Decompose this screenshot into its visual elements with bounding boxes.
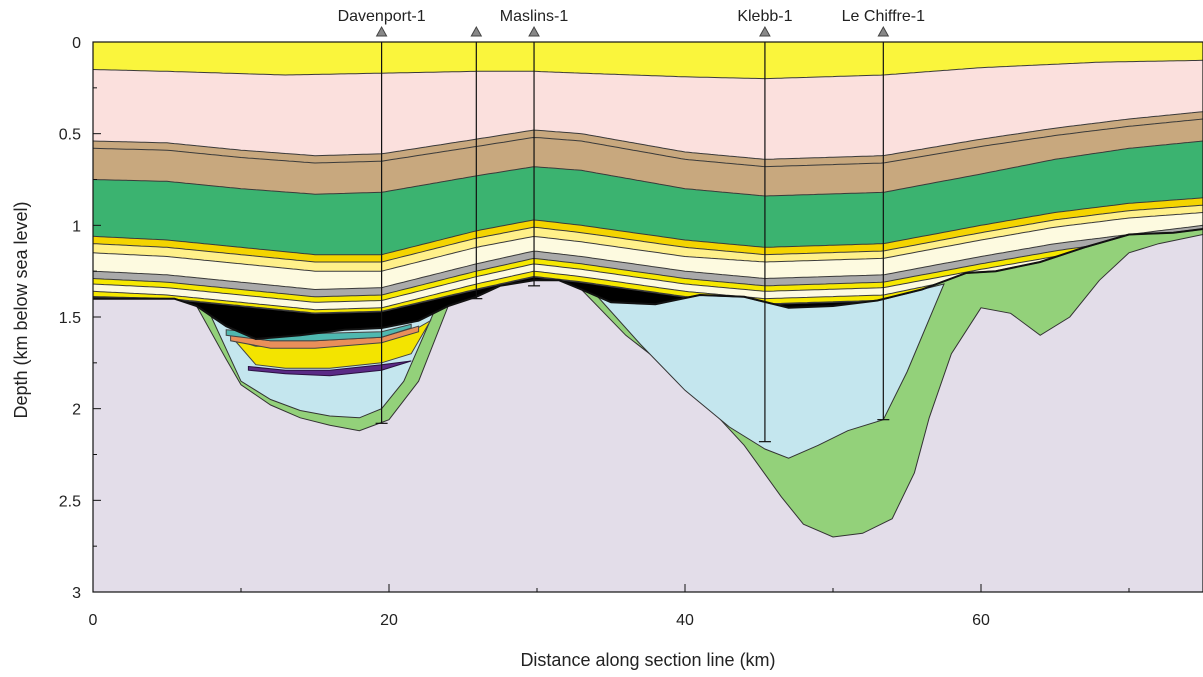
horizon-line-2 (93, 111, 1203, 160)
layer-band-4 (93, 119, 1203, 196)
plot-area (93, 42, 1203, 592)
layer-band-3 (93, 111, 1203, 167)
layer-band-9 (93, 225, 1203, 297)
horizon-line-4 (93, 140, 1203, 197)
horizon-line-7 (93, 212, 1203, 272)
x-tick-label: 60 (972, 612, 990, 629)
well-marker-maslins-1 (528, 25, 540, 37)
layer-band-10 (93, 229, 1203, 303)
well-label-maslins-1: Maslins-1 (500, 8, 569, 25)
layer-band-5 (93, 141, 1203, 255)
horizon-line-8 (93, 224, 1203, 291)
layer-band-7 (93, 205, 1203, 272)
horizon-line-9 (93, 228, 1203, 298)
well-marker-le-chiffre-1 (877, 25, 890, 37)
y-tick-label: 2.5 (59, 493, 81, 510)
horizon-line-6 (93, 204, 1203, 263)
x-tick-label: 40 (676, 612, 694, 629)
well-marker-unnamed-25-9 (470, 25, 483, 37)
y-tick-label: 0.5 (59, 127, 81, 144)
y-tick-label: 1 (72, 218, 81, 235)
x-tick-label: 0 (89, 612, 98, 629)
x-axis-label: Distance along section line (km) (520, 650, 775, 670)
layer-band-6 (93, 197, 1203, 262)
well-marker-klebb-1 (759, 25, 771, 37)
horizon-line-10 (93, 228, 1203, 303)
well-label-klebb-1: Klebb-1 (737, 8, 792, 25)
y-tick-label: 0 (72, 35, 81, 52)
horizon-line-5 (93, 197, 1203, 256)
layer-band-8 (93, 212, 1203, 290)
y-tick-label: 2 (72, 402, 81, 419)
basement-surface-line (93, 228, 1203, 341)
y-tick-label: 3 (72, 585, 81, 602)
horizon-line-3 (93, 118, 1203, 168)
y-tick-label: 1.5 (59, 310, 81, 327)
y-axis-label: Depth (km below sea level) (11, 201, 31, 418)
layer-band-1 (93, 42, 1203, 79)
well-marker-davenport-1 (375, 25, 388, 37)
horizon-line-1 (93, 59, 1203, 80)
well-label-le-chiffre-1: Le Chiffre-1 (842, 8, 925, 25)
x-tick-label: 20 (380, 612, 398, 629)
basin-unit-3 (247, 360, 412, 377)
wells-layer: Davenport-1 Maslins-1 Klebb-1 Le Chiffre-1 (338, 8, 925, 443)
layer-band-2 (93, 60, 1203, 160)
well-label-davenport-1: Davenport-1 (338, 8, 426, 25)
